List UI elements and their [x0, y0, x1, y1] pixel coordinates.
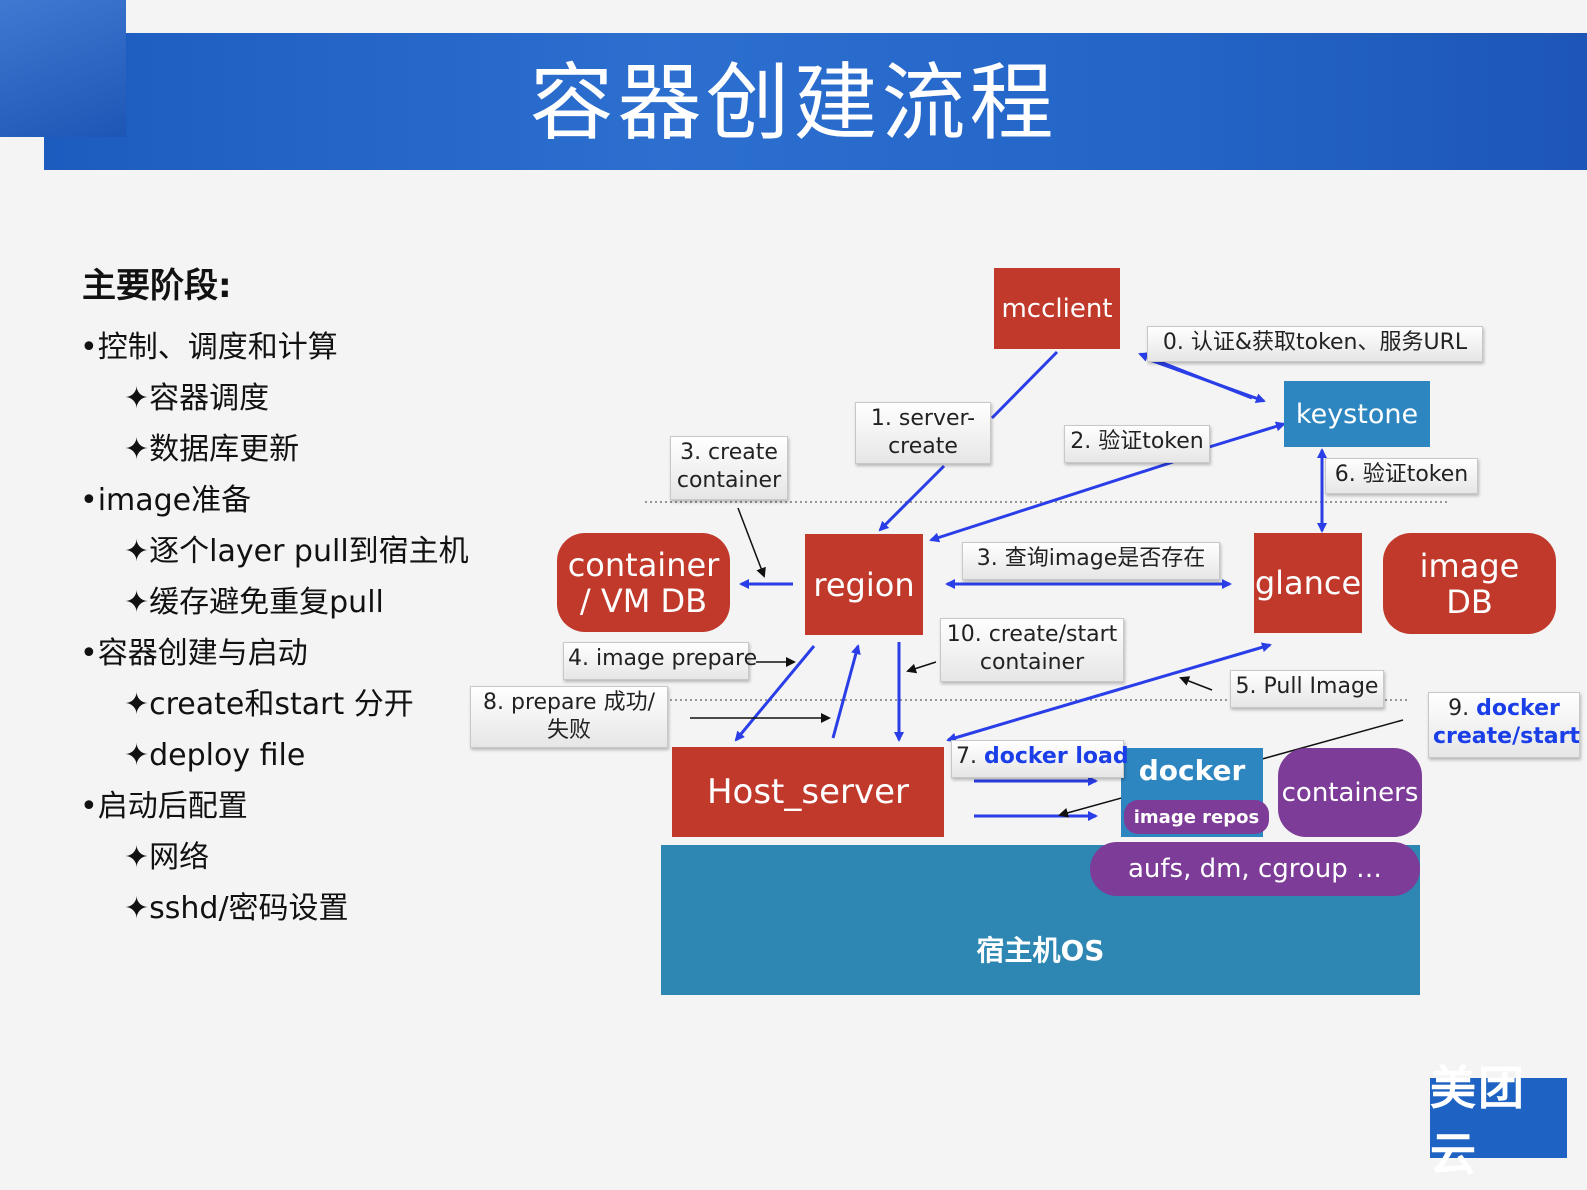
step-9-command-line2: create/start: [1433, 724, 1580, 749]
glance-label: glance: [1254, 564, 1362, 602]
arrow-2-a: [929, 460, 1174, 543]
host-server-node: Host_server: [672, 747, 944, 837]
step-2-text: 2. 验证token: [1070, 429, 1204, 454]
image-repos-label: image repos: [1133, 806, 1260, 828]
step-3a-line2: container: [676, 468, 782, 493]
host-server-label: Host_server: [706, 772, 910, 812]
logo-text: 美团云: [1430, 1061, 1526, 1181]
step-5-label: 5. Pull Image: [1230, 670, 1384, 708]
outline-subitem: ✦sshd/密码设置: [124, 891, 349, 926]
region-label: region: [813, 565, 915, 604]
step-0-label: 0. 认证&获取token、服务URL: [1147, 326, 1483, 362]
step-6-label: 6. 验证token: [1325, 458, 1478, 494]
arrow-5-to-host: [946, 693, 1101, 743]
step-9-label: 9. docker create/start: [1428, 692, 1580, 758]
mcclient-label: mcclient: [1001, 293, 1113, 324]
banner-tab-decoration: [0, 0, 126, 137]
pointer-3a: [737, 507, 766, 578]
image-db-line1: image: [1419, 546, 1520, 585]
keystone-node: keystone: [1284, 381, 1430, 447]
arrow-1-a: [990, 350, 1059, 420]
step-6-text: 6. 验证token: [1334, 462, 1469, 487]
step-7-command: docker load: [983, 744, 1129, 769]
region-node: region: [805, 534, 923, 635]
outline-item: •容器创建与启动: [80, 636, 308, 671]
step-4-label: 4. image prepare: [563, 642, 757, 680]
container-vm-db-node: container / VM DB: [557, 533, 730, 632]
arrow-8: [831, 644, 861, 739]
step-1-line1: 1. server-: [870, 406, 976, 431]
step-9-command-line1: docker: [1476, 696, 1560, 721]
outline-item: •image准备: [80, 483, 252, 518]
step-10-line2: container: [979, 650, 1085, 675]
step-5-text: 5. Pull Image: [1235, 674, 1379, 699]
host-os-label: 宿主机OS: [976, 934, 1105, 967]
storage-driver-node: aufs, dm, cgroup …: [1090, 842, 1420, 896]
section-title: 主要阶段:: [82, 266, 232, 306]
outline-subitem: ✦容器调度: [124, 381, 270, 416]
step-9-prefix: 9.: [1448, 696, 1477, 721]
step-1-line2: create: [888, 434, 958, 459]
image-repos-node: image repos: [1124, 800, 1269, 834]
storage-label: aufs, dm, cgroup …: [1127, 854, 1383, 884]
outline-subitem: ✦缓存避免重复pull: [124, 585, 384, 620]
title-banner: 容器创建流程: [0, 0, 1587, 170]
glance-node: glance: [1254, 533, 1362, 633]
step-8-line2: 失败: [546, 718, 591, 743]
outline-subitem: ✦create和start 分开: [124, 687, 414, 722]
container-db-line2: / VM DB: [579, 581, 708, 620]
keystone-label: keystone: [1295, 398, 1419, 430]
outline-list: •控制、调度和计算 ✦容器调度 ✦数据库更新 •image准备 ✦逐个layer pul…: [80, 322, 469, 934]
step-3a-line1: 3. create: [680, 440, 778, 465]
arrow-5-to-glance: [1099, 642, 1272, 697]
step-3b-text: 3. 查询image是否存在: [976, 546, 1206, 571]
outline-subitem: ✦数据库更新: [124, 432, 300, 467]
outline-item: •控制、调度和计算: [80, 330, 338, 365]
pointer-5: [1179, 676, 1213, 691]
banner-top-gap: [126, 0, 1587, 33]
step-8-label: 8. prepare 成功/ 失败: [470, 686, 668, 748]
step-7-prefix: 7.: [956, 744, 984, 769]
step-7-label: 7. docker load: [951, 740, 1129, 778]
outline-subitem: ✦逐个layer pull到宿主机: [124, 534, 469, 569]
step-3b-label: 3. 查询image是否存在: [962, 542, 1220, 580]
page-title: 容器创建流程: [529, 54, 1058, 152]
outline-subitem: ✦网络: [124, 840, 210, 875]
containers-label: containers: [1281, 777, 1419, 808]
pointer-10: [906, 661, 937, 674]
step-10-label: 10. create/start container: [940, 618, 1124, 682]
outline-item: •启动后配置: [80, 789, 248, 824]
step-8-line1: 8. prepare 成功/: [483, 690, 655, 715]
arrow-1-b: [878, 464, 946, 532]
meituan-cloud-logo: 美团云: [1430, 1061, 1567, 1181]
mcclient-node: mcclient: [994, 268, 1120, 349]
step-2-label: 2. 验证token: [1064, 425, 1210, 463]
image-db-node: image DB: [1383, 533, 1556, 634]
image-db-line2: DB: [1446, 582, 1493, 621]
containers-node: containers: [1278, 748, 1422, 837]
container-db-line1: container: [567, 545, 720, 584]
step-1-label: 1. server- create: [855, 402, 991, 464]
arrow-2-b: [1205, 421, 1286, 450]
step-4-text: 4. image prepare: [568, 646, 758, 671]
outline-subitem: ✦deploy file: [124, 738, 306, 773]
arrow-0-to-keystone: [1149, 358, 1266, 403]
banner-background: [44, 33, 1587, 170]
step-0-text: 0. 认证&获取token、服务URL: [1162, 330, 1468, 355]
arrow-4: [734, 645, 816, 742]
docker-label: docker: [1138, 754, 1246, 787]
step-10-line1: 10. create/start: [946, 622, 1118, 647]
step-3a-label: 3. create container: [670, 436, 788, 500]
